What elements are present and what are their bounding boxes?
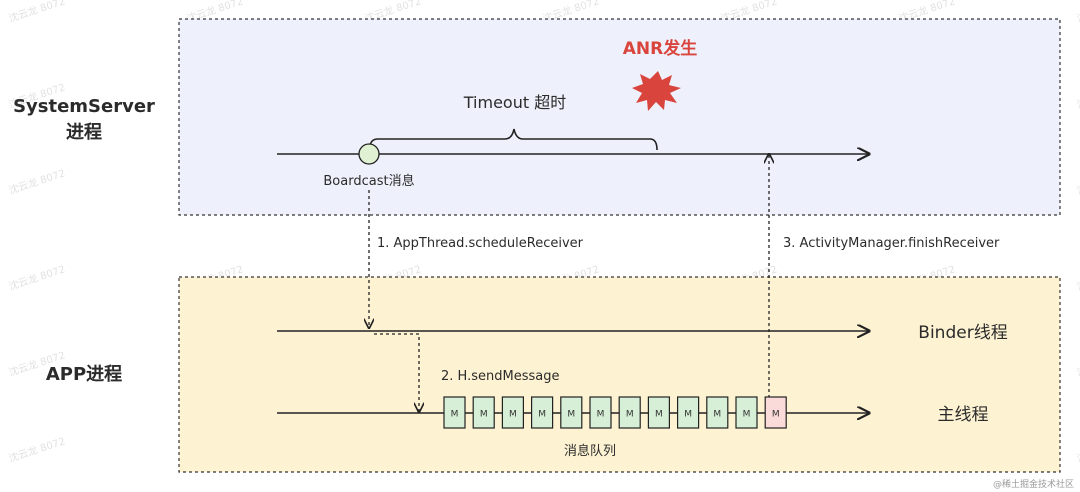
watermark-text: 沈云龙 8072 xyxy=(7,434,67,464)
queue-message-label: M xyxy=(743,410,751,420)
queue-message xyxy=(618,396,641,429)
queue-message-label: M xyxy=(684,410,692,420)
binder-thread-label: Binder线程 xyxy=(918,323,1007,343)
app-process-label: APP进程 xyxy=(46,364,122,385)
timeout-label: Timeout 超时 xyxy=(463,93,566,112)
queue-message xyxy=(472,396,495,429)
broadcast-circle xyxy=(358,143,380,165)
queue-message xyxy=(676,396,700,429)
queue-message-label: M xyxy=(451,410,459,420)
queue-message-label: M xyxy=(480,410,488,420)
queue-message-label: M xyxy=(509,410,517,420)
watermark-text: 沈云龙 8072 xyxy=(1075,80,1080,110)
queue-message xyxy=(443,396,466,429)
queue-message-label: M xyxy=(538,410,546,420)
queue-message xyxy=(501,396,524,429)
watermark-text: 沈云龙 8072 xyxy=(1075,348,1080,378)
step1-label: 1. AppThread.scheduleReceiver xyxy=(377,236,584,251)
broadcast-message-label: Boardcast消息 xyxy=(323,173,414,189)
step2-arrow xyxy=(374,333,419,412)
queue-message-label: M xyxy=(567,410,575,420)
system-server-region xyxy=(178,18,1061,216)
message-queue-label: 消息队列 xyxy=(564,443,616,459)
queue-message xyxy=(647,396,671,429)
step3-label: 3. ActivityManager.finishReceiver xyxy=(783,236,1000,251)
watermark-text: 沈云龙 8072 xyxy=(7,0,67,25)
queue-message xyxy=(530,396,554,429)
anr-label: ANR发生 xyxy=(623,38,697,59)
queue-message xyxy=(706,396,729,429)
watermark-text: 沈云龙 8072 xyxy=(1075,0,1080,25)
queue-message xyxy=(560,396,583,429)
timeout-brace xyxy=(369,128,658,151)
watermark-text: 沈云龙 8072 xyxy=(1075,262,1080,292)
queue-message-label: M xyxy=(597,410,605,420)
queue-message xyxy=(735,396,758,429)
queue-message-current xyxy=(764,396,787,429)
footer-watermark: @稀土掘金技术社区 xyxy=(993,478,1074,490)
watermark-text: 沈云龙 8072 xyxy=(7,262,67,292)
watermark-text: 沈云龙 8072 xyxy=(7,166,67,196)
system-server-label: SystemServer xyxy=(13,96,155,117)
main-thread-label: 主线程 xyxy=(938,405,989,425)
step2-label: 2. H.sendMessage xyxy=(441,369,559,384)
queue-message-label: M xyxy=(713,410,721,420)
queue-message xyxy=(589,396,612,429)
queue-message-label: M xyxy=(626,410,634,420)
watermark-text: 沈云龙 8072 xyxy=(1075,434,1080,464)
anr-burst-icon xyxy=(632,71,681,111)
queue-message-label: M xyxy=(772,410,780,420)
watermark-text: 沈云龙 8072 xyxy=(1075,166,1080,196)
system-server-label-line2: 进程 xyxy=(66,122,102,143)
app-process-region xyxy=(178,276,1061,473)
queue-message-label: M xyxy=(655,410,663,420)
